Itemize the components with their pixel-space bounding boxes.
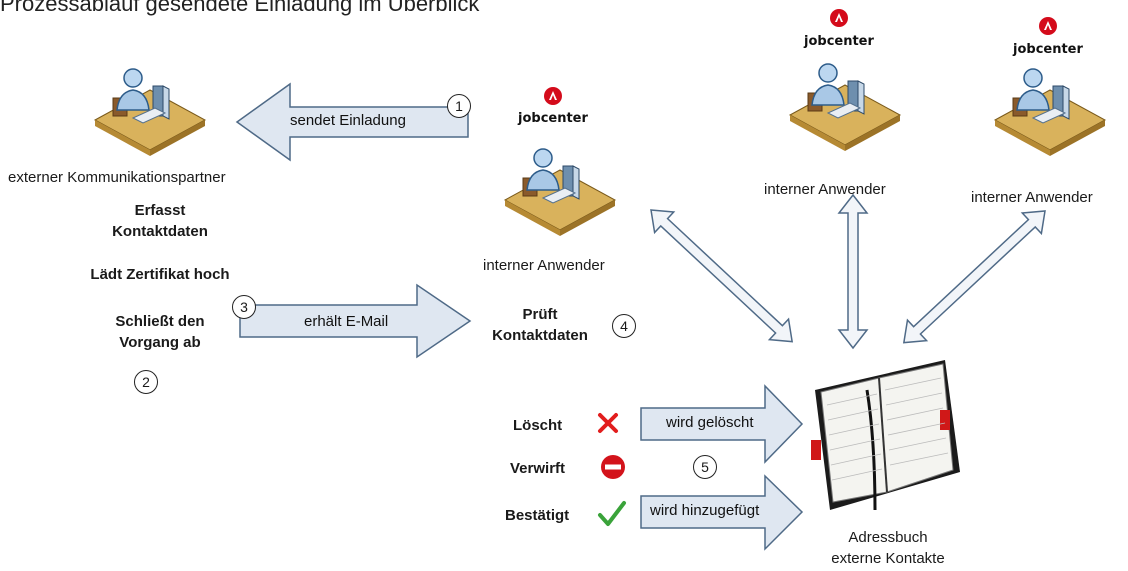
discard-no-entry-icon	[601, 455, 625, 479]
internal-user-2-label: interner Anwender	[764, 181, 886, 198]
internal-step-check: Prüft Kontaktdaten	[492, 306, 588, 344]
invite-arrow	[235, 82, 469, 162]
page-title: Prozessablauf gesendete Einladung im Übe…	[0, 0, 480, 16]
addressbook-label: Adressbuch externe Kontakte	[808, 527, 968, 569]
jobcenter-logo-text: jobcenter	[518, 111, 588, 126]
external-partner-label: externer Kommunikationspartner	[8, 169, 226, 186]
external-step-close: Schließt den Vorgang ab	[115, 313, 205, 351]
jobcenter-logo-text: jobcenter	[804, 34, 874, 49]
internal-workstation-3-icon	[994, 68, 1106, 157]
external-workstation-icon	[94, 68, 206, 157]
addressbook-title: Adressbuch	[848, 529, 928, 546]
addressbook-subtitle: externe Kontakte	[831, 550, 945, 567]
jobcenter-logo-icon	[1039, 17, 1057, 35]
added-arrow-label: wird hinzugefügt	[650, 502, 760, 519]
addressbook-icon	[811, 360, 960, 511]
confirm-check-icon	[598, 501, 626, 526]
action-confirm-label: Bestätigt	[505, 507, 570, 524]
deleted-arrow-label: wird gelöscht	[666, 414, 754, 431]
step-number-1: 1	[447, 94, 471, 118]
jobcenter-logo-icon	[830, 9, 848, 27]
internal-workstation-2-icon	[789, 63, 901, 152]
action-discard-label: Verwirft	[510, 460, 566, 477]
external-step-upload: Lädt Zertifikat hoch	[90, 266, 230, 283]
double-arrow-center	[837, 193, 869, 350]
email-arrow-label: erhält E-Mail	[304, 313, 389, 330]
internal-user-main-label: interner Anwender	[483, 257, 605, 274]
action-delete-label: Löscht	[513, 417, 563, 434]
delete-x-icon	[598, 413, 618, 433]
step-number-4: 4	[612, 314, 636, 338]
step-number-2: 2	[134, 370, 158, 394]
double-arrow-right	[902, 210, 1046, 344]
jobcenter-logo-icon	[544, 87, 562, 105]
step-number-3: 3	[232, 295, 256, 319]
jobcenter-logo-text: jobcenter	[1013, 42, 1083, 57]
internal-workstation-main-icon	[504, 148, 616, 237]
double-arrow-main	[650, 209, 794, 343]
invite-arrow-label: sendet Einladung	[290, 112, 406, 129]
step-number-5: 5	[693, 455, 717, 479]
added-arrow	[640, 474, 804, 551]
external-step-enter: Erfasst Kontaktdaten	[112, 202, 208, 240]
email-arrow	[239, 283, 472, 359]
internal-user-3-label: interner Anwender	[971, 189, 1093, 206]
deleted-arrow	[640, 384, 804, 464]
